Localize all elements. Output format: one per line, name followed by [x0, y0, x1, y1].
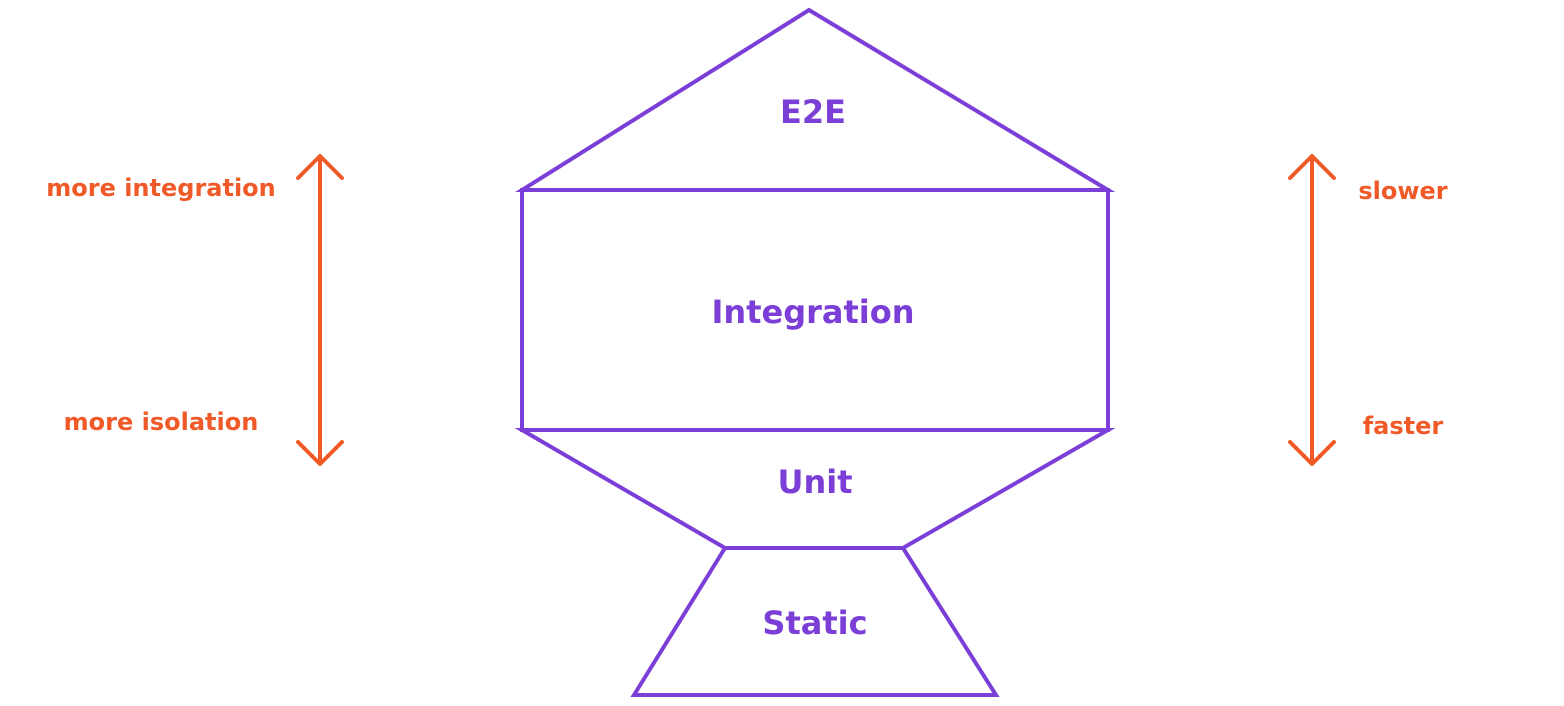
e2e-layer-label: E2E — [780, 93, 846, 131]
left-double-arrow-icon — [296, 154, 344, 466]
integration-layer-label: Integration — [712, 293, 915, 331]
right-scale-bottom-label: faster — [1363, 412, 1444, 440]
right-double-arrow-icon — [1288, 154, 1336, 466]
static-layer-label: Static — [762, 604, 867, 642]
right-scale-top-label: slower — [1358, 177, 1447, 205]
unit-layer-label: Unit — [777, 463, 852, 501]
left-scale-top-label: more integration — [46, 174, 276, 202]
static-layer-shape — [630, 546, 1000, 697]
left-scale-bottom-label: more isolation — [64, 408, 259, 436]
